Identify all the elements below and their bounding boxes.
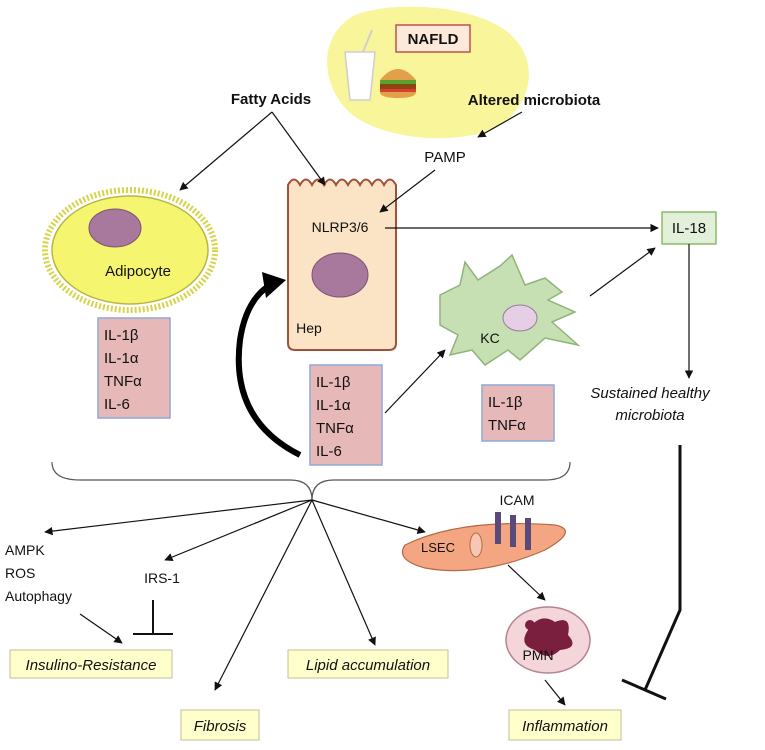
outcome-fibrosis: Fibrosis <box>180 709 260 741</box>
left-list-item: AMPK <box>5 542 45 558</box>
icam-receptors <box>495 512 531 550</box>
hep-cytokine: IL-1α <box>316 397 351 414</box>
adipocyte-cell <box>42 187 218 313</box>
lsec-nucleus <box>469 532 483 558</box>
microbiota-inhibition <box>621 445 682 701</box>
outcome-insulin: Insulino-Resistance <box>9 649 173 679</box>
svg-text:Fibrosis: Fibrosis <box>194 718 247 735</box>
lsec-cell <box>401 522 566 572</box>
hep-cytokine: IL-6 <box>316 443 342 460</box>
nafld-label: NAFLD <box>408 31 459 48</box>
hep-label: Hep <box>296 320 322 336</box>
drink-icon <box>344 29 376 101</box>
adipocyte-cytokine: IL-1α <box>104 350 139 367</box>
pmn-cell <box>505 606 591 674</box>
kc-nucleus <box>502 304 538 332</box>
kc-label: KC <box>480 330 499 346</box>
hep-cytokine: TNFα <box>316 420 354 437</box>
svg-text:Lipid accumulation: Lipid accumulation <box>306 657 430 674</box>
effect-arrows <box>44 499 566 706</box>
svg-text:Inflammation: Inflammation <box>522 718 608 735</box>
autocrine-arrowhead <box>262 272 286 298</box>
kc-cytokine-box: IL-1β TNFα <box>481 384 555 442</box>
pmn-label: PMN <box>522 647 553 663</box>
outcome-lipid: Lipid accumulation <box>287 649 449 679</box>
outcome-inflammation: Inflammation <box>508 709 622 741</box>
adipocyte-cytokine: IL-6 <box>104 396 130 413</box>
fatty-acids-label: Fatty Acids <box>231 91 311 108</box>
nafld-box <box>395 24 471 53</box>
icam-label: ICAM <box>500 492 535 508</box>
left-list-item: Autophagy <box>5 588 72 604</box>
hep-nucleus <box>311 252 369 298</box>
nlrp-label: NLRP3/6 <box>312 219 369 235</box>
lsec-label: LSEC <box>421 540 455 555</box>
autocrine-arrow <box>235 282 302 458</box>
adipocyte-cytokine-box: IL-1β IL-1α TNFα IL-6 <box>97 317 171 419</box>
nafld-cloud <box>327 6 529 139</box>
kc-cytokine: IL-1β <box>488 394 523 411</box>
hep-cytokine: IL-1β <box>316 374 351 391</box>
brace <box>51 461 571 501</box>
altered-microbiota-label: Altered microbiota <box>468 92 601 109</box>
irs-label: IRS-1 <box>144 570 180 586</box>
hepatocyte-cell <box>287 178 397 351</box>
adipocyte-nucleus <box>88 208 142 248</box>
kc-cytokine: TNFα <box>488 417 526 434</box>
hep-cytokine-box: IL-1β IL-1α TNFα IL-6 <box>309 364 383 466</box>
left-list-item: ROS <box>5 565 35 581</box>
svg-text:Insulino-Resistance: Insulino-Resistance <box>26 657 157 674</box>
adipocyte-label: Adipocyte <box>105 263 171 280</box>
healthy-microbiota-line1: Sustained healthy <box>590 385 711 402</box>
irs-inhibition <box>133 600 173 635</box>
il18-label: IL-18 <box>672 220 706 237</box>
adipocyte-cytokine: TNFα <box>104 373 142 390</box>
adipocyte-cytokine: IL-1β <box>104 327 139 344</box>
burger-icon <box>380 69 416 98</box>
pamp-label: PAMP <box>424 149 465 166</box>
arrows <box>179 111 694 414</box>
healthy-microbiota-line2: microbiota <box>615 407 684 424</box>
il18-box <box>661 211 717 245</box>
